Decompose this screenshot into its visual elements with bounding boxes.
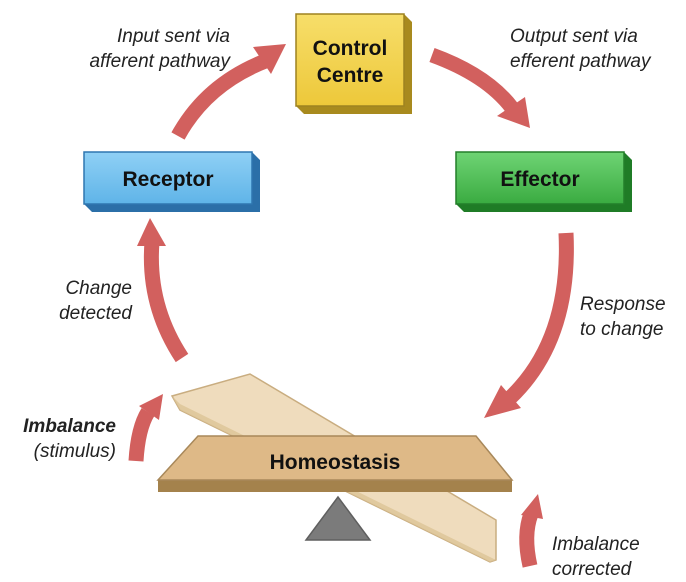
arrowhead-homeostasis: [484, 385, 521, 418]
arrow-imbalance-corrected: [519, 511, 539, 568]
arrow-receptor-to-control: [171, 52, 271, 140]
arrowhead-receptor: [137, 218, 166, 246]
control-centre-box: Control Centre: [295, 13, 412, 114]
imbalance-label-line1: Imbalance: [23, 416, 116, 437]
imbalance-stimulus-label: Imbalance (stimulus): [4, 414, 116, 464]
arrow-control-to-effector: [429, 47, 518, 113]
receptor-box: Receptor: [83, 151, 260, 212]
arrowhead-control: [253, 44, 286, 74]
input-label-line2: afferent pathway: [89, 51, 230, 72]
input-label-line1: Input sent via: [116, 26, 230, 47]
corrected-label-line2: corrected: [552, 559, 632, 580]
corrected-label-line1: Imbalance: [552, 534, 640, 555]
arrow-change-detected: [143, 241, 189, 363]
input-label: Input sent via afferent pathway: [20, 24, 230, 74]
response-label-line1: Response: [580, 294, 666, 315]
output-label-line2: efferent pathway: [510, 51, 651, 72]
output-label-line1: Output sent via: [510, 26, 638, 47]
imbalance-label-line2: (stimulus): [33, 441, 116, 462]
fulcrum: [304, 495, 372, 541]
change-label-line1: Change: [65, 278, 132, 299]
imbalance-corrected-label: Imbalance corrected: [552, 532, 682, 582]
homeostasis-plank: Homeostasis: [156, 435, 514, 492]
arrow-effector-to-homeostasis: [504, 232, 574, 404]
response-label: Response to change: [580, 292, 684, 342]
arrow-imbalance-stimulus: [128, 408, 155, 462]
control-centre-line1: Control: [313, 37, 388, 60]
arrowhead-stimulus: [139, 394, 163, 420]
homeostasis-label: Homeostasis: [270, 451, 401, 474]
control-centre-line2: Centre: [317, 64, 384, 87]
effector-label: Effector: [500, 168, 579, 191]
arrowhead-effector: [497, 97, 530, 128]
receptor-label: Receptor: [122, 168, 213, 191]
change-detected-label: Change detected: [20, 276, 132, 326]
response-label-line2: to change: [580, 319, 664, 340]
arrowhead-corrected: [521, 494, 543, 519]
effector-box: Effector: [455, 151, 632, 212]
change-label-line2: detected: [59, 303, 132, 324]
output-label: Output sent via efferent pathway: [510, 24, 680, 74]
